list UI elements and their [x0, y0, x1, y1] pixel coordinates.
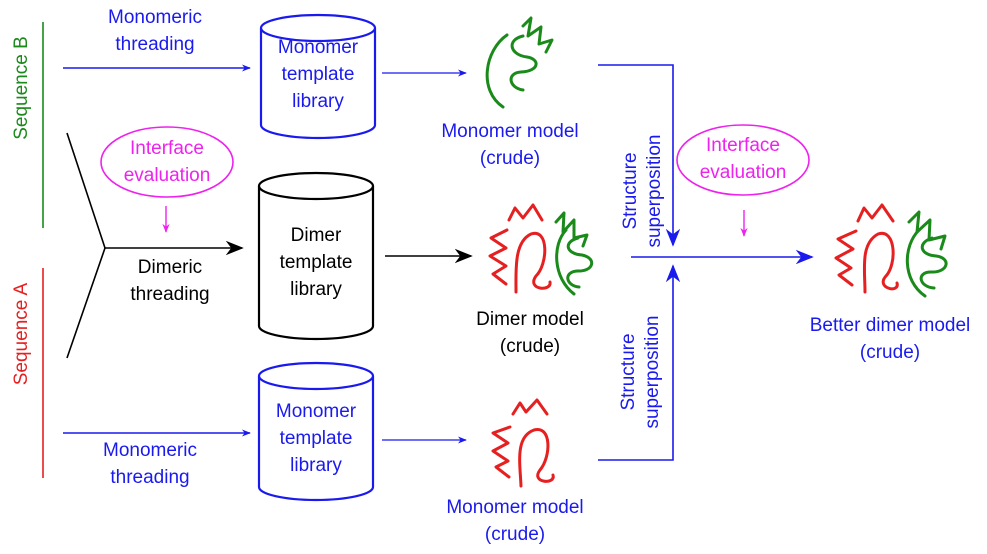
better-dimer-model-green-icon — [905, 210, 948, 298]
monomeric-threading-bottom-label: Monomeric threading — [103, 440, 197, 488]
structure-superposition-top-label: Structure superposition — [620, 134, 665, 248]
monomer-model-bottom-label: Monomer model (crude) — [446, 497, 584, 545]
dimeric-fork — [66, 132, 106, 359]
structure-superposition-bottom-label: Structure superposition — [618, 315, 663, 429]
sequence-a-label: Sequence A — [11, 282, 32, 386]
monomer-library-top-label: Monomer template library — [277, 37, 359, 112]
superposition-line-bottom — [598, 264, 681, 461]
interface-evaluation-ellipse-right — [676, 124, 810, 196]
monomer-library-bottom-cylinder — [257, 361, 375, 502]
monomeric-threading-top-label: Monomeric threading — [108, 7, 202, 55]
interface-evaluation-left-label: Interface evaluation — [123, 138, 211, 186]
superposition-line-top — [598, 64, 681, 247]
dimer-model-red-icon — [488, 203, 552, 294]
dimer-library-label: Dimer template library — [279, 225, 353, 300]
monomer-library-bottom-label: Monomer template library — [275, 401, 357, 476]
monomer-model-top-label: Monomer model (crude) — [441, 121, 579, 169]
monomer-model-bottom-red-icon — [491, 398, 555, 488]
dimeric-threading-label: Dimeric threading — [130, 257, 210, 305]
dimer-model-label: Dimer model (crude) — [476, 309, 584, 357]
monomer-model-top-green-icon — [485, 16, 554, 109]
interface-evaluation-ellipse-left — [100, 126, 234, 198]
sequence-b-label: Sequence B — [11, 36, 32, 140]
better-dimer-model-red-icon — [834, 203, 899, 294]
better-dimer-model-label: Better dimer model (crude) — [809, 315, 971, 363]
dimer-model-green-icon — [554, 211, 593, 296]
monomer-library-top-cylinder — [259, 13, 377, 140]
dimer-library-cylinder — [257, 171, 375, 341]
interface-evaluation-right-label: Interface evaluation — [699, 135, 787, 183]
